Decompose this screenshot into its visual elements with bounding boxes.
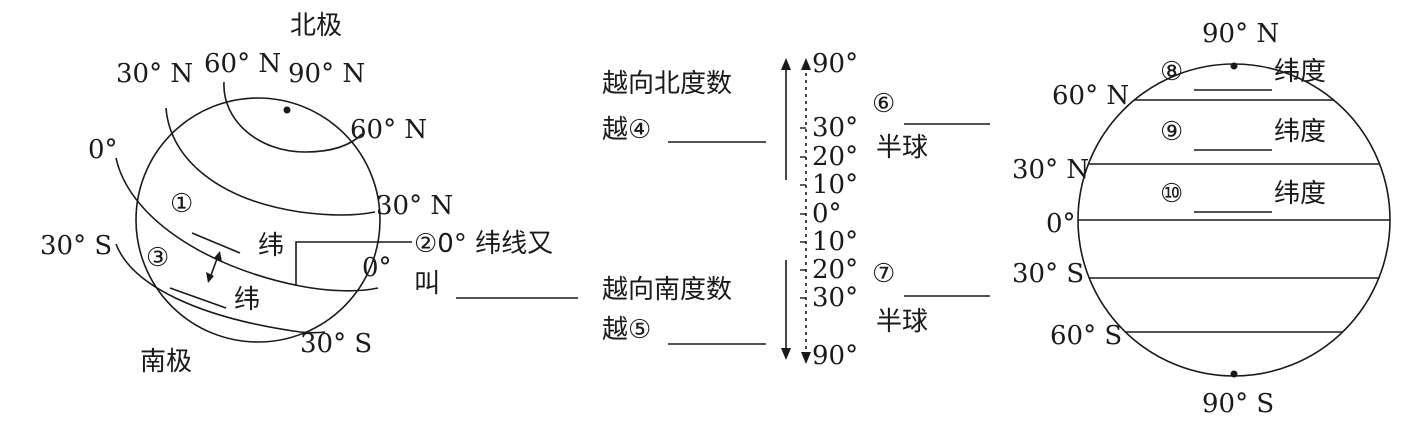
mark-10: ⑩ [1160,179,1183,209]
blank-3 [169,287,227,309]
hemisphere-south-label: 半球 [876,307,928,337]
north-pole-dot [1230,62,1238,70]
south-pole-dot [1230,370,1238,378]
lat-label-60n-right: 60° N [350,115,427,145]
lat-label-90n: 90° N [288,59,365,89]
globe-panel: 北极 30° N 60° N 90° N 60° N 0° 30° N 30° … [40,11,578,377]
scale-tick-label: 30° [812,113,858,143]
arc-30s [115,243,326,334]
scale-tick-label: 0° [812,199,842,229]
latitude-lines [1078,99,1390,333]
circle-label-30n: 30° N [1012,155,1089,185]
lat-label-60n-top: 60° N [204,49,281,79]
north-text-2: 越④ [602,115,651,145]
scale-axis-top-arrow-icon [801,58,811,70]
south-arrow-icon [781,260,791,360]
circle-top-label: 90° N [1202,19,1279,49]
lat-label-30n-right: 30° N [376,191,453,221]
lat-label-0-right: 0° [362,253,392,283]
mark-1: ① [170,189,193,219]
north-pole-label: 北极 [290,11,342,41]
wei-du-3: 纬度 [1274,179,1326,209]
scale-panel: 越向北度数 越④ 越向南度数 越⑤ 90°30°20°10°0°10°20°30… [602,49,990,371]
double-arrow-icon [206,251,222,283]
scale-ticks: 90°30°20°10°0°10°20°30°90° [800,49,858,371]
scale-tick-label: 90° [812,341,858,371]
callout-leader [295,241,412,286]
circle-panel: 90° N 90° S 60° N 30° N 0° 30° S 60° S ⑧… [1012,19,1391,419]
hemisphere-south-mark: ⑦ [872,259,895,289]
lat-label-30n-top: 30° N [116,59,193,89]
circle-label-0: 0° [1046,209,1076,239]
scale-tick-label: 10° [812,227,858,257]
circle-bottom-label: 90° S [1202,389,1274,419]
scale-tick-label: 10° [812,170,858,200]
lat-label-30s-left: 30° S [40,231,112,261]
south-text-1: 越向南度数 [602,275,732,305]
circle-label-60s: 60° S [1050,321,1122,351]
globe-outline [135,97,381,343]
mark-3: ③ [146,243,169,273]
hemisphere-north-mark: ⑥ [872,89,895,119]
arc-0 [115,157,379,292]
blank-1 [191,232,241,254]
arc-60n [223,81,363,153]
circle-label-30s: 30° S [1012,259,1084,289]
south-text-2: 越⑤ [602,315,651,345]
callout-line1: ②0° 纬线又 [414,229,553,259]
mark-8: ⑧ [1160,57,1183,87]
arc-30n [165,107,376,216]
wei-lower-label: 纬 [234,285,260,315]
north-text-1: 越向北度数 [602,69,732,99]
scale-tick-label: 30° [812,283,858,313]
scale-tick-label: 20° [812,142,858,172]
callout-line2: 叫 [414,269,440,299]
pole-dot [283,106,291,114]
lat-label-30s-bottom: 30° S [300,329,372,359]
mark-9: ⑨ [1160,117,1183,147]
circle-label-60n: 60° N [1052,81,1129,111]
lat-label-0-left: 0° [88,135,118,165]
wei-du-1: 纬度 [1274,57,1326,87]
north-arrow-icon [781,58,791,180]
wei-du-2: 纬度 [1274,117,1326,147]
scale-tick-label: 20° [812,255,858,285]
south-pole-label: 南极 [140,347,192,377]
wei-upper-label: 纬 [258,231,284,261]
scale-tick-label: 90° [812,49,858,79]
hemisphere-north-label: 半球 [876,133,928,163]
scale-axis-bottom-arrow-icon [801,352,811,364]
